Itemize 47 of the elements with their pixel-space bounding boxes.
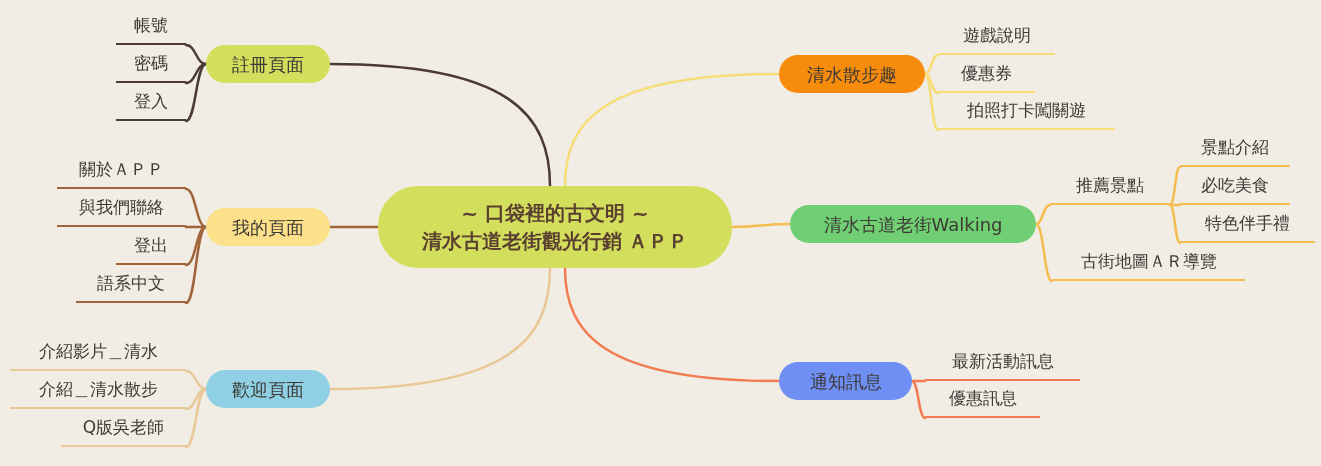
topic-pill: 我的頁面 [206, 208, 330, 246]
branch-line [328, 225, 380, 229]
topic-title: 清水古道老街觀光行銷 ＡＰＰ [421, 228, 689, 255]
branch-line [328, 266, 552, 391]
topic-pill: 清水古道老街Walking [790, 205, 1036, 243]
underlined-topic: 最新活動訊息 [925, 345, 1080, 381]
underlined-topic: 登出 [116, 229, 186, 265]
underlined-topic: Q版吳老師 [61, 411, 186, 447]
branch-line [923, 72, 940, 132]
underlined-topic: 帳號 [116, 9, 186, 45]
underlined-topic: 優惠券 [938, 57, 1035, 93]
underlined-topic: 關於ＡＰＰ [57, 153, 186, 189]
branch-line [563, 72, 781, 188]
underlined-topic: 推薦景點 [1050, 169, 1170, 205]
underlined-topic: 介紹＿清水散步 [10, 373, 186, 409]
topic-title: ~ 口袋裡的古文明 ~ [461, 200, 649, 227]
branch-line [910, 379, 927, 420]
underlined-topic: 景點介紹 [1180, 131, 1290, 167]
branch-line [184, 62, 208, 123]
topic-pill: 歡迎頁面 [206, 370, 330, 408]
branch-line [1034, 222, 1054, 283]
branch-line [184, 43, 208, 66]
branch-line [184, 369, 208, 391]
underlined-topic: 語系中文 [76, 267, 186, 303]
branch-line [923, 53, 940, 76]
underlined-topic: 必吃美食 [1180, 169, 1290, 205]
underlined-topic: 介紹影片＿清水 [10, 335, 186, 371]
underlined-topic: 密碼 [116, 47, 186, 83]
branch-line [328, 62, 552, 188]
branch-line [563, 266, 781, 383]
branch-line [1168, 203, 1182, 245]
branch-line [184, 225, 208, 305]
underlined-topic: 拍照打卡闖關遊 [938, 94, 1115, 130]
branch-line [184, 187, 208, 229]
branch-line [1168, 165, 1182, 207]
topic-pill: 通知訊息 [779, 362, 912, 400]
topic-pill: 註冊頁面 [206, 45, 330, 83]
underlined-topic: 優惠訊息 [925, 382, 1040, 418]
underlined-topic: 古街地圖ＡＲ導覽 [1052, 245, 1245, 281]
underlined-topic: 登入 [116, 85, 186, 121]
branch-line [730, 222, 792, 229]
underlined-topic: 特色伴手禮 [1180, 207, 1315, 243]
branch-line [1034, 203, 1052, 226]
underlined-topic: 與我們聯絡 [57, 191, 186, 227]
topic-pill: 清水散步趣 [779, 55, 925, 93]
branch-line [184, 387, 208, 449]
underlined-topic: 遊戲說明 [938, 19, 1055, 55]
